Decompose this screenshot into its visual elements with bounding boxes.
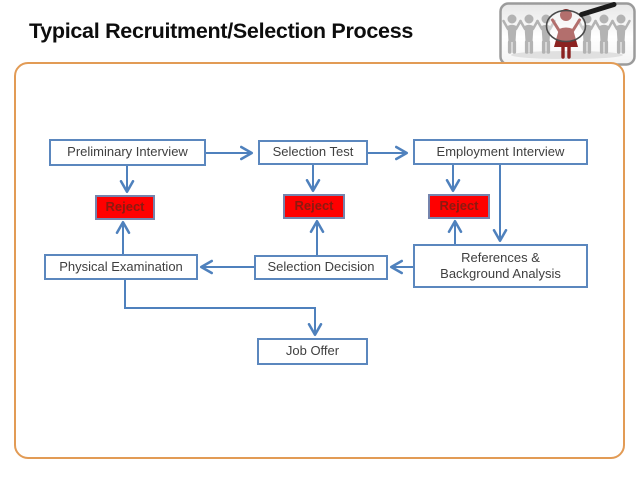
node-label: Physical Examination [59, 258, 183, 274]
node-employment-interview: Employment Interview [413, 139, 588, 165]
node-label: Reject [105, 199, 145, 215]
node-label: Reject [439, 198, 479, 214]
node-selection-decision: Selection Decision [254, 255, 388, 280]
node-label: Selection Decision [267, 259, 375, 275]
node-label: Employment Interview [436, 143, 565, 159]
node-reject-2: Reject [283, 194, 345, 219]
page-title: Typical Recruitment/Selection Process [29, 19, 414, 43]
node-physical-examination: Physical Examination [44, 254, 198, 280]
people-search-logo-icon [499, 2, 636, 66]
node-selection-test: Selection Test [258, 140, 368, 165]
node-label: Preliminary Interview [67, 144, 188, 160]
node-label: Selection Test [272, 144, 354, 160]
node-label: Reject [294, 198, 334, 214]
node-label-line1: References & [461, 249, 540, 265]
node-reject-1: Reject [95, 195, 155, 220]
magnifier-handle-icon [579, 2, 617, 17]
node-preliminary-interview: Preliminary Interview [49, 139, 206, 166]
node-label: Job Offer [285, 343, 340, 359]
node-references-background-analysis: References & Background Analysis [413, 244, 588, 288]
highlighted-person-icon [551, 9, 581, 59]
magnifier-lens-icon [545, 9, 587, 43]
node-label-line2: Background Analysis [440, 266, 561, 281]
node-reject-3: Reject [428, 194, 490, 219]
node-job-offer: Job Offer [257, 338, 368, 365]
